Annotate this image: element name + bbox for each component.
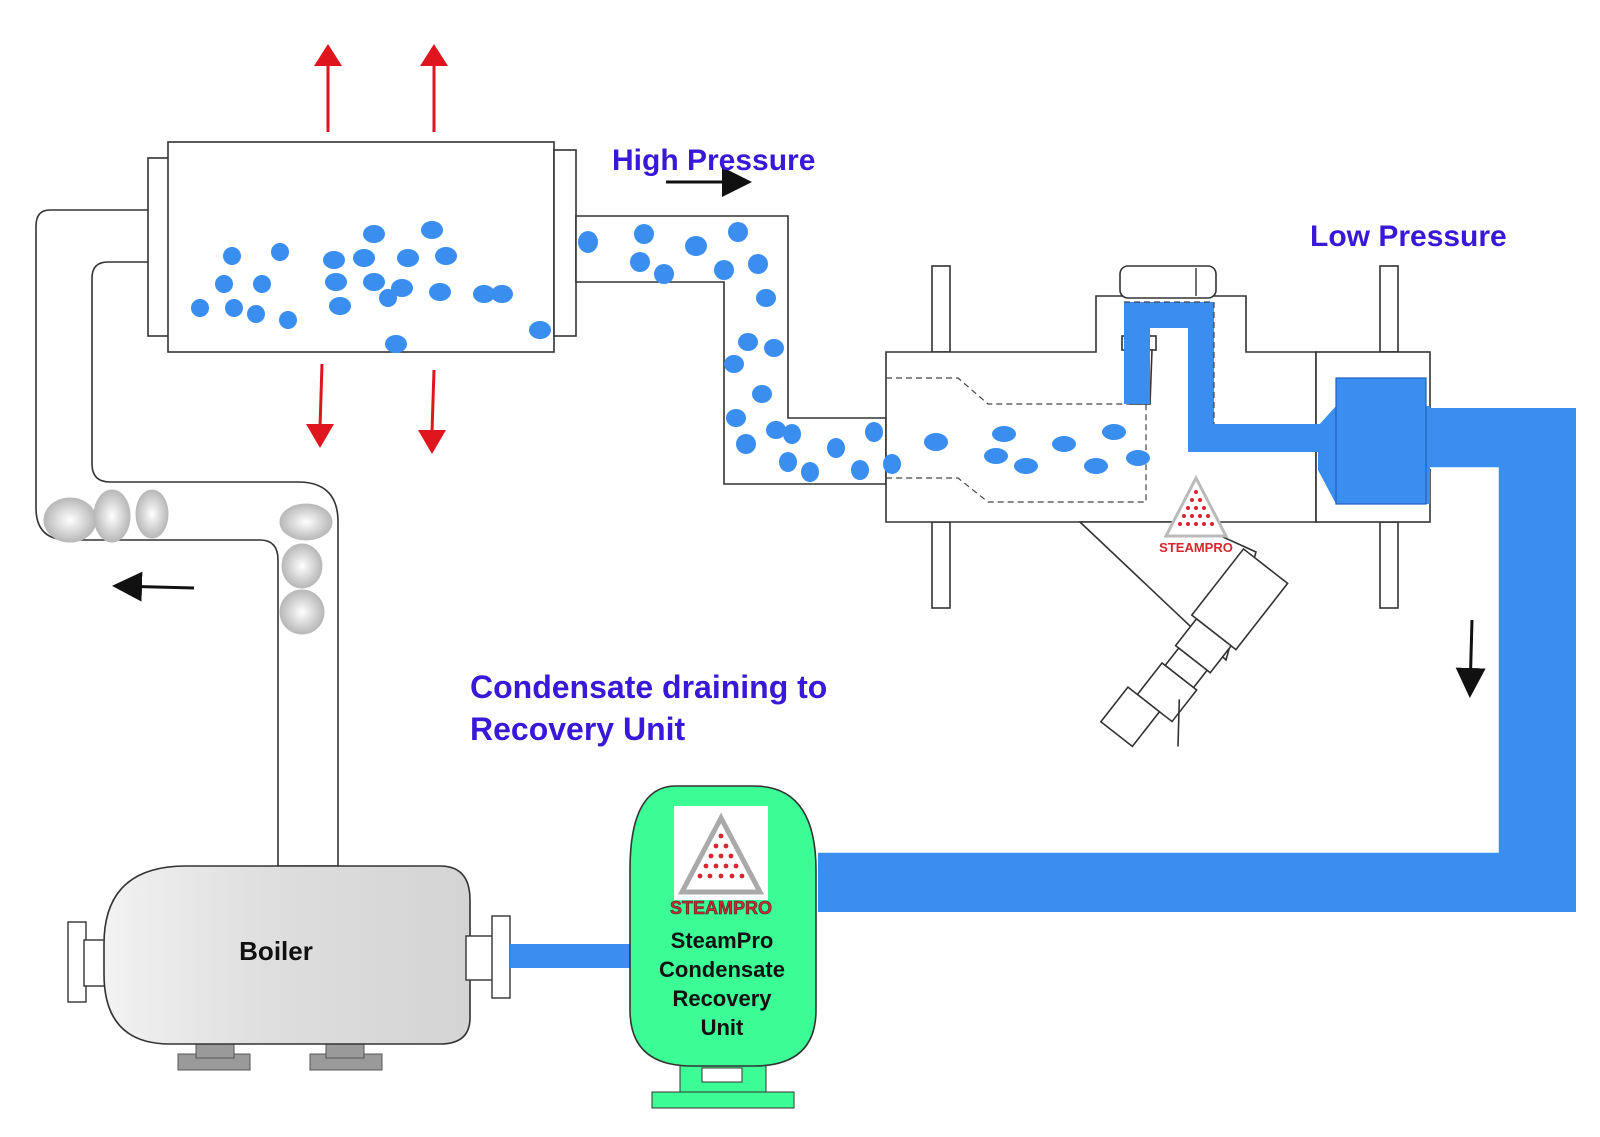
condensate-label-line-2: Recovery Unit (470, 711, 686, 747)
flow-arrow-down (1455, 619, 1486, 698)
high-pressure-label: High Pressure (612, 144, 815, 177)
unit-label-line-1: SteamPro (671, 928, 774, 953)
heat-exchanger (147, 141, 577, 353)
condensate-recovery-unit: STEAMPRO SteamPro Condensate Recovery Un… (629, 785, 817, 1109)
feed-pipe (510, 944, 630, 968)
condensate-droplets (191, 221, 1150, 482)
unit-label-line-4: Unit (701, 1015, 744, 1040)
unit-label-line-2: Condensate (659, 957, 785, 982)
steampro-logo-small: STEAMPRO (1159, 474, 1233, 555)
boiler: Boiler (67, 865, 511, 1071)
low-pressure-pipe (818, 408, 1576, 912)
heat-arrows (306, 44, 448, 454)
low-pressure-label: Low Pressure (1310, 220, 1507, 253)
unit-label-line-3: Recovery (672, 986, 772, 1011)
trap-condensate (1124, 301, 1430, 505)
steampro-logo-text-small: STEAMPRO (1159, 540, 1233, 555)
steam-trap (885, 265, 1431, 748)
boiler-label: Boiler (239, 936, 313, 966)
steampro-logo-text-large: STEAMPRO (670, 898, 772, 918)
steam-clouds (43, 489, 333, 635)
flow-arrow-left (112, 571, 195, 602)
condensate-label-line-1: Condensate draining to (470, 669, 827, 705)
